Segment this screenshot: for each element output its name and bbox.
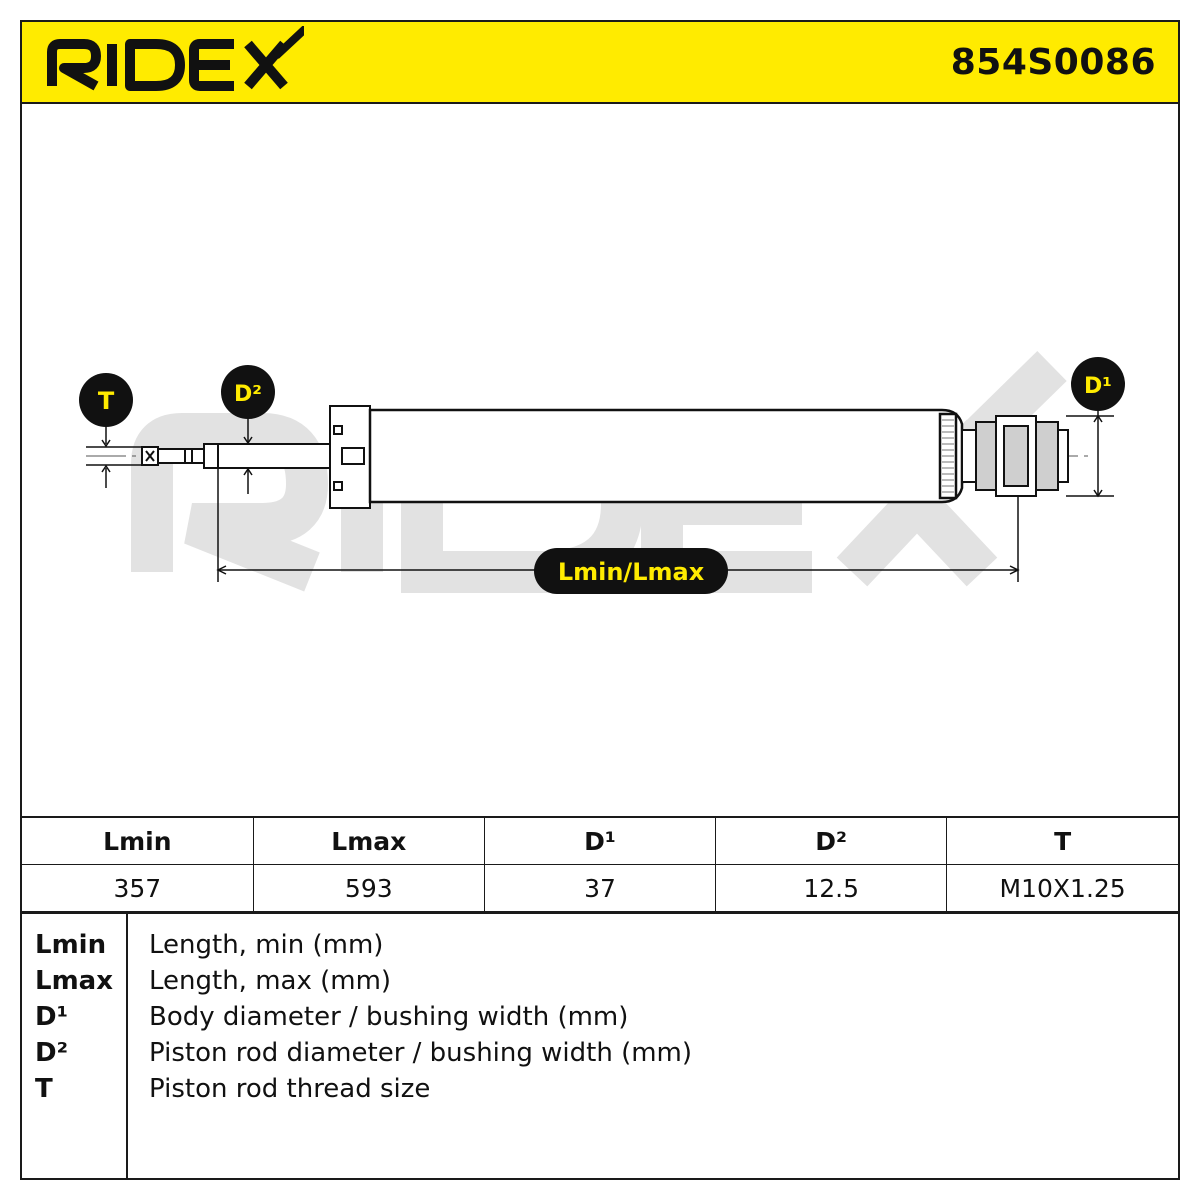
spec-value-d2: 12.5 bbox=[715, 864, 948, 912]
datasheet-frame: 854S0086 bbox=[20, 20, 1180, 1180]
ridex-logo bbox=[47, 26, 304, 91]
badge-d2 bbox=[221, 365, 275, 419]
badge-d1 bbox=[1071, 357, 1125, 411]
body-cylinder bbox=[368, 408, 964, 504]
spec-value-lmin: 357 bbox=[22, 864, 254, 912]
badge-t-label: T bbox=[98, 387, 115, 415]
body-cap bbox=[329, 405, 371, 509]
legend-desc: Length, max (mm) bbox=[149, 966, 392, 996]
legend-desc: Length, min (mm) bbox=[149, 930, 384, 960]
part-number: 854S0086 bbox=[950, 42, 1156, 83]
shock-absorber-drawing: T D² D¹ bbox=[79, 351, 1125, 594]
spec-table: Lmin Lmax D¹ D² T 357 593 37 12.5 M10X1.… bbox=[22, 816, 1178, 912]
legend-row: T Piston rod thread size bbox=[22, 1074, 1178, 1110]
legend-key: T bbox=[35, 1074, 53, 1104]
spec-value-lmax: 593 bbox=[252, 864, 485, 912]
legend-row: D¹ Body diameter / bushing width (mm) bbox=[22, 1002, 1178, 1038]
spec-value-d1: 37 bbox=[483, 864, 717, 912]
badge-length-label: Lmin/Lmax bbox=[558, 558, 705, 586]
spec-value-t: M10X1.25 bbox=[946, 864, 1178, 912]
legend-desc: Body diameter / bushing width (mm) bbox=[149, 1002, 629, 1032]
spec-header-row: Lmin Lmax D¹ D² T bbox=[22, 816, 1178, 865]
badge-t bbox=[79, 373, 133, 427]
body-knurl bbox=[942, 419, 954, 493]
legend-row: D² Piston rod diameter / bushing width (… bbox=[22, 1038, 1178, 1074]
spec-header-d2: D² bbox=[715, 816, 948, 865]
legend-key: Lmin bbox=[35, 930, 107, 960]
spec-header-lmax: Lmax bbox=[252, 816, 485, 865]
spec-value-row: 357 593 37 12.5 M10X1.25 bbox=[22, 864, 1178, 912]
legend-key: D² bbox=[35, 1038, 68, 1068]
legend-desc: Piston rod diameter / bushing width (mm) bbox=[149, 1038, 693, 1068]
legend: Lmin Length, min (mm) Lmax Length, max (… bbox=[22, 912, 1178, 1180]
technical-drawing: T D² D¹ bbox=[22, 104, 1178, 816]
header-bar: 854S0086 bbox=[22, 22, 1178, 104]
legend-key: Lmax bbox=[35, 966, 113, 996]
spec-header-lmin: Lmin bbox=[22, 816, 254, 865]
legend-divider bbox=[126, 914, 128, 1180]
dimension-d1 bbox=[1066, 404, 1114, 498]
legend-row: Lmax Length, max (mm) bbox=[22, 966, 1178, 1002]
badge-length bbox=[534, 548, 728, 594]
dimension-d2 bbox=[243, 416, 253, 494]
spec-header-d1: D¹ bbox=[483, 816, 717, 865]
dimension-t bbox=[86, 416, 142, 488]
badge-d2-label: D² bbox=[234, 382, 262, 407]
legend-desc: Piston rod thread size bbox=[149, 1074, 431, 1104]
lower-bushing bbox=[961, 415, 1069, 497]
legend-row: Lmin Length, min (mm) bbox=[22, 930, 1178, 966]
badge-d1-label: D¹ bbox=[1084, 374, 1112, 399]
legend-key: D¹ bbox=[35, 1002, 68, 1032]
spec-header-t: T bbox=[946, 816, 1178, 865]
